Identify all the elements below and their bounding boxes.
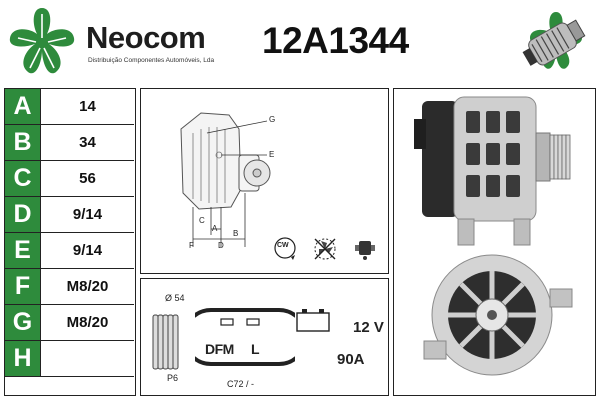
rotation-label: CW — [277, 242, 289, 249]
spec-row-g: G M8/20 — [5, 305, 134, 341]
connector-plug-icon — [195, 308, 295, 366]
spec-value: 56 — [79, 170, 96, 187]
alternator-rear-photo — [423, 254, 573, 376]
regulator-icon — [355, 241, 375, 260]
clover-logo-icon — [9, 8, 75, 74]
alternator-thumbnail — [522, 12, 586, 69]
pulley-diameter: Ø 54 — [165, 293, 185, 303]
spec-letter: B — [5, 125, 41, 160]
diagram-label-e: E — [269, 150, 275, 159]
pin-dfm-label: DFM — [205, 341, 234, 357]
spec-value: 34 — [79, 134, 96, 151]
spec-value: M8/20 — [66, 278, 109, 295]
diagram-label-a: A — [212, 224, 218, 233]
diagram-label-b: B — [233, 229, 239, 238]
spec-letter: G — [5, 305, 41, 340]
product-photos-panel — [393, 88, 596, 396]
alternator-photos — [414, 96, 573, 376]
alternator-sketch — [180, 112, 271, 247]
battery-icon — [296, 309, 330, 332]
spec-value: 9/14 — [72, 206, 103, 223]
brand-tagline: Distribuição Componentes Automóveis, Lda — [88, 57, 215, 64]
spec-row-a: A 14 — [5, 89, 134, 125]
spec-row-d: D 9/14 — [5, 197, 134, 233]
spec-row-f: F M8/20 — [5, 269, 134, 305]
diagram-label-d: D — [218, 241, 224, 250]
spec-value: 14 — [79, 98, 96, 115]
pulley-grooves: P6 — [167, 373, 179, 383]
diagram-label-f: F — [189, 241, 194, 250]
part-number: 12A1344 — [262, 20, 409, 61]
spec-letter: D — [5, 197, 41, 232]
diagram-label-c: C — [199, 216, 205, 225]
spec-letter: E — [5, 233, 41, 268]
dimension-diagram-panel: G E C A B F D CW — [140, 88, 389, 274]
voltage-rating: 12 V — [353, 319, 384, 336]
clockwise-rotation-icon — [274, 237, 296, 260]
spec-value — [41, 341, 134, 376]
pin-l-label: L — [251, 341, 260, 357]
connector-panel: Ø 54 P6 DFM L C72 / - 12 V 90A — [140, 278, 389, 396]
spec-table: A 14 B 34 C 56 D 9/14 E 9/14 F M8/20 G M… — [4, 88, 136, 396]
spec-letter: A — [5, 89, 41, 124]
spec-row-h: H — [5, 341, 134, 377]
spec-letter: C — [5, 161, 41, 196]
brand-name: Neocom — [86, 20, 206, 55]
spec-value: M8/20 — [66, 314, 109, 331]
spec-row-e: E 9/14 — [5, 233, 134, 269]
amperage-rating: 90A — [337, 351, 365, 368]
pulley-icon — [152, 314, 179, 370]
diagram-label-g: G — [269, 115, 276, 124]
spec-row-c: C 56 — [5, 161, 134, 197]
spec-value: 9/14 — [72, 242, 103, 259]
alternator-side-photo — [414, 96, 571, 246]
spec-row-b: B 34 — [5, 125, 134, 161]
spec-letter: F — [5, 269, 41, 304]
connector-code: C72 / - — [227, 379, 255, 389]
fan-crossed-icon — [314, 238, 336, 260]
spec-letter: H — [5, 341, 41, 376]
